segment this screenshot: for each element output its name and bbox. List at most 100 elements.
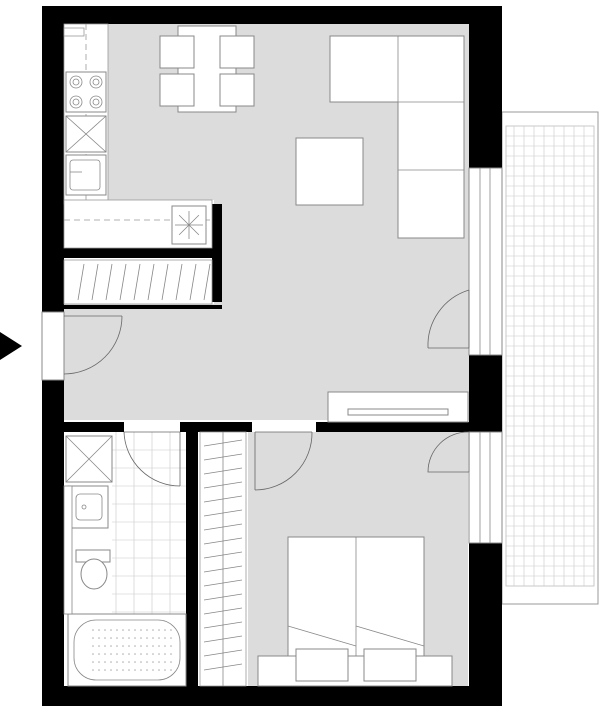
bathtub-texture-dot <box>134 661 136 663</box>
balcony <box>501 111 599 605</box>
bathtub-texture-dot <box>164 645 166 647</box>
bathtub-texture-dot <box>122 661 124 663</box>
shoe-cabinet <box>63 259 213 305</box>
bathtub-texture-dot <box>146 661 148 663</box>
shoe-cabinet-line <box>203 263 211 301</box>
closet <box>199 431 247 687</box>
bathroom-door[interactable] <box>123 431 181 487</box>
bathtub-texture-dot <box>122 645 124 647</box>
bathtub-texture-dot <box>152 661 154 663</box>
bathtub-texture-dot <box>134 629 136 631</box>
windows <box>41 167 503 544</box>
dishwasher-line <box>178 214 190 226</box>
bathtub-texture-dot <box>128 637 130 639</box>
bath-partition <box>63 485 73 615</box>
balcony-door-living[interactable] <box>427 289 470 349</box>
bed <box>257 536 453 687</box>
bathtub-texture-dot <box>128 653 130 655</box>
bathtub-texture-dot <box>146 645 148 647</box>
bathtub-texture-dot <box>110 645 112 647</box>
bathtub-texture-dot <box>98 645 100 647</box>
bathtub-texture-dot <box>158 629 160 631</box>
bathtub-texture-dot <box>92 661 94 663</box>
bathtub-texture-dot <box>140 645 142 647</box>
bathtub-texture-dot <box>122 629 124 631</box>
bathtub-texture-dot <box>164 661 166 663</box>
bathtub-texture-dot <box>146 669 148 671</box>
range-hood-icon <box>65 115 107 153</box>
bathtub-texture-dot <box>170 629 172 631</box>
bathtub-texture-dot <box>170 661 172 663</box>
bathtub-texture-dot <box>110 661 112 663</box>
tv-unit <box>327 391 469 423</box>
bathtub-texture-dot <box>146 629 148 631</box>
sink-icon <box>65 154 107 196</box>
bathtub-texture-dot <box>152 637 154 639</box>
bathtub-texture-dot <box>98 661 100 663</box>
bathtub-texture-dot <box>98 653 100 655</box>
shoe-cabinet-line <box>77 263 85 301</box>
bathtub-texture-dot <box>128 629 130 631</box>
bathtub-texture-dot <box>104 645 106 647</box>
bathtub-texture-dot <box>128 645 130 647</box>
bathtub-texture-dot <box>104 653 106 655</box>
bathtub-texture-dot <box>158 661 160 663</box>
coffee-table <box>295 137 364 206</box>
walls <box>42 6 502 706</box>
sofa <box>329 35 465 239</box>
entrance-door[interactable] <box>63 315 123 375</box>
bathtub-texture-dot <box>116 669 118 671</box>
bathtub-texture-dot <box>128 669 130 671</box>
bathtub-texture-dot <box>104 661 106 663</box>
washbasin-icon <box>67 485 109 529</box>
bathtub-texture-dot <box>92 637 94 639</box>
dishwasher-line <box>188 214 200 226</box>
bathtub-texture-dot <box>152 669 154 671</box>
bathtub-texture-dot <box>164 629 166 631</box>
dishwasher-line <box>178 224 190 236</box>
bedroom-door[interactable] <box>254 431 313 491</box>
bathtub-texture-dot <box>134 653 136 655</box>
bathtub-texture-dot <box>128 661 130 663</box>
bathtub-texture-dot <box>140 669 142 671</box>
bathtub-texture-dot <box>134 669 136 671</box>
wall-cabinet-strip <box>63 27 85 37</box>
shoe-cabinet-line <box>105 263 113 301</box>
bathtub-texture-dot <box>152 653 154 655</box>
shoe-cabinet-line <box>175 263 183 301</box>
bathtub-texture-dot <box>152 629 154 631</box>
bathtub-texture-dot <box>98 669 100 671</box>
bathtub-texture-dot <box>134 637 136 639</box>
shoe-cabinet-line <box>189 263 197 301</box>
dishwasher-line <box>188 224 200 236</box>
toilet-icon <box>75 549 111 590</box>
balcony-door-bedroom[interactable] <box>427 431 470 473</box>
bathtub-texture-dot <box>110 653 112 655</box>
shoe-cabinet-line <box>161 263 169 301</box>
shoe-cabinet-line <box>91 263 99 301</box>
bathtub-texture-dot <box>140 629 142 631</box>
bathtub-texture-dot <box>116 661 118 663</box>
bathtub-texture-dot <box>104 637 106 639</box>
bathtub-texture-dot <box>134 645 136 647</box>
bathtub-texture-dot <box>122 669 124 671</box>
bathtub-texture-dot <box>164 653 166 655</box>
bathtub-texture-dot <box>170 637 172 639</box>
bathtub-texture-dot <box>98 629 100 631</box>
cooktop-icon <box>65 71 107 113</box>
bathtub-texture-dot <box>116 637 118 639</box>
bathtub-texture-dot <box>140 637 142 639</box>
bathtub-texture-dot <box>158 653 160 655</box>
bathtub-texture-dot <box>158 669 160 671</box>
bathtub-texture-dot <box>170 645 172 647</box>
bathtub-texture-dot <box>92 669 94 671</box>
bathtub-texture-dot <box>164 637 166 639</box>
dining-table <box>159 25 255 113</box>
bathtub-icon <box>67 613 187 687</box>
bathtub-texture-dot <box>92 645 94 647</box>
bathtub-texture-dot <box>122 637 124 639</box>
shoe-cabinet-line <box>133 263 141 301</box>
bathtub-texture-dot <box>104 629 106 631</box>
bathtub-texture-dot <box>146 637 148 639</box>
bathtub-texture-dot <box>104 669 106 671</box>
